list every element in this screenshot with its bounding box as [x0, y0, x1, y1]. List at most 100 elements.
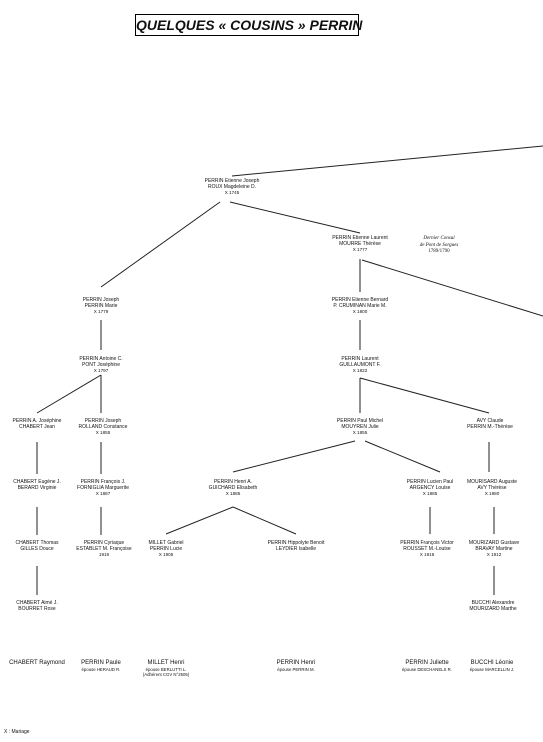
node-n9-marriage: X 1855: [352, 430, 368, 435]
leaf-c3: MILLET Henri épouse BERLUTTI L. (Adhéren…: [143, 660, 189, 677]
node-n8-line1: PERRIN Joseph: [84, 418, 122, 424]
node-n23-line2: MOURIZARD Marthe: [469, 606, 517, 612]
node-n15-line1: MOURISARD Auguste: [466, 479, 518, 485]
node-n14: PERRIN Lucien Paul ARGENCY Louise X 1885: [407, 479, 453, 497]
node-n1-marriage: X 1745: [224, 190, 240, 195]
node-n9-line2: MOUYREN Julie: [341, 424, 379, 430]
node-n16-line2: GILLES Douce: [20, 546, 54, 552]
leaf-c5-name: PERRIN Juliette: [405, 660, 449, 666]
legend-marriage: X : Mariage: [4, 729, 30, 735]
connector-n1-n3: [100, 201, 221, 288]
node-n22: CHABERT Aimé J. BOURRET Rose: [16, 600, 58, 612]
annotation-line-2: de Pont de Sorgues: [419, 242, 459, 248]
node-n6: PERRIN Laurent GUILLAUMONT F. X 1822: [339, 356, 380, 374]
leaf-c5-spouse: épouse DESCHANELS R.: [402, 667, 452, 672]
node-n21-marriage: X 1912: [486, 552, 502, 557]
node-n15-marriage: X 1880: [484, 491, 500, 496]
node-n16: CHABERT Thomas GILLES Douce: [15, 540, 58, 552]
node-n10-line2: PERRIN M.-Thérèse: [467, 424, 513, 430]
node-n5-marriage: X 1797: [93, 368, 109, 373]
node-n4-line1: PERRIN Etienne Bernard: [331, 297, 389, 303]
node-n2: PERRIN Etienne Laurent MOURRE Thérèse X …: [332, 235, 388, 253]
leaf-c3-spouse: épouse BERLUTTI L.: [145, 667, 187, 672]
node-n20-line2: ROUSSET M.-Louise: [403, 546, 451, 552]
node-n5-line2: PONT Joséphine: [82, 362, 120, 368]
connector-top-branch: [231, 145, 543, 177]
leaf-c5: PERRIN Juliette épouse DESCHANELS R.: [402, 660, 452, 672]
node-n17-line2: ESTABLET M. Françoise: [76, 546, 132, 552]
node-n2-line1: PERRIN Etienne Laurent: [332, 235, 388, 241]
node-n10-line1: AVY Claude: [476, 418, 504, 424]
node-n17-year: 1919: [98, 552, 110, 557]
node-n3-line2: PERRIN Marie: [84, 303, 118, 309]
node-n14-marriage: X 1885: [422, 491, 438, 496]
node-n7-line1: PERRIN A. Joséphine: [12, 418, 62, 424]
node-n1-line2: ROUX Magdeleine D.: [207, 184, 257, 190]
node-n8: PERRIN Joseph ROLLAND Constance X 1855: [79, 418, 128, 436]
node-n18: MILLET Gabriel PERRIN Lucie X 1905: [149, 540, 184, 558]
node-n19-line2: LEYDIER Isabelle: [275, 546, 317, 552]
node-n22-line2: BOURRET Rose: [18, 606, 56, 612]
node-n12-line1: PERRIN François J.: [80, 479, 126, 485]
node-n13-line2: GUICHARD Elisabeth: [208, 485, 258, 491]
node-n23-line1: BUCCHI Alexandre: [471, 600, 515, 606]
leaf-c3-name: MILLET Henri: [147, 660, 185, 666]
node-n21: MOURIZARD Gustave BRAVAY Martine X 1912: [469, 540, 519, 558]
annotation-line-1: Dernier Consul: [423, 236, 455, 241]
connector-n2-right: [361, 259, 543, 317]
node-n20: PERRIN François Victor ROUSSET M.-Louise…: [400, 540, 454, 558]
node-n10: AVY Claude PERRIN M.-Thérèse: [467, 418, 513, 430]
connector-n9-n13: [232, 440, 356, 473]
node-n1-line1: PERRIN Etienne Joseph: [204, 178, 260, 184]
leaf-c6: BUCCHI Léonie épouse MARCELLIN J.: [470, 660, 514, 672]
node-n23: BUCCHI Alexandre MOURIZARD Marthe: [469, 600, 516, 612]
node-n9-line1: PERRIN Paul Michel: [336, 418, 384, 424]
node-n3: PERRIN Joseph PERRIN Marie X 1779: [83, 297, 119, 315]
connector-n5-n7: [36, 374, 102, 414]
node-n18-marriage: X 1905: [158, 552, 174, 557]
node-n2-marriage: X 1777: [352, 247, 368, 252]
node-n11: CHABERT Eugène J. BERARD Virginie: [13, 479, 61, 491]
node-n8-line2: ROLLAND Constance: [78, 424, 128, 430]
node-n12: PERRIN François J. FORNIGLIA Marguerite …: [77, 479, 129, 497]
node-n20-marriage: X 1916: [419, 552, 435, 557]
leaf-c4-name: PERRIN Henri: [276, 660, 316, 666]
node-n13: PERRIN Henri A. GUICHARD Elisabeth X 188…: [209, 479, 258, 497]
page-title: QUELQUES « COUSINS » PERRIN: [135, 14, 362, 36]
node-n19: PERRIN Hippolyte Benoit LEYDIER Isabelle: [268, 540, 325, 552]
node-n18-line2: PERRIN Lucie: [149, 546, 183, 552]
node-n4: PERRIN Etienne Bernard P. CRUMINAN Marie…: [332, 297, 388, 315]
leaf-c4: PERRIN Henri épouse PERRIN M.: [277, 660, 316, 672]
node-n15-line2: AVY Thérèse: [477, 485, 507, 491]
node-n16-line1: CHABERT Thomas: [15, 540, 59, 546]
node-n6-line2: GUILLAUMONT F.: [339, 362, 381, 368]
node-n17: PERRIN Cyriaque ESTABLET M. Françoise 19…: [76, 540, 131, 558]
leaf-c3-note: (Adhérent CGV N°2505): [142, 672, 190, 677]
leaf-c6-name: BUCCHI Léonie: [470, 660, 514, 666]
node-n17-line1: PERRIN Cyriaque: [83, 540, 125, 546]
node-n9: PERRIN Paul Michel MOUYREN Julie X 1855: [337, 418, 383, 436]
node-n8-marriage: X 1855: [95, 430, 111, 435]
node-n14-line2: ARGENCY Louise: [409, 485, 451, 491]
node-n4-line2: P. CRUMINAN Marie M.: [333, 303, 387, 309]
node-n21-line1: MOURIZARD Gustave: [468, 540, 520, 546]
node-n7: PERRIN A. Joséphine CHABERT Jean: [13, 418, 62, 430]
connector-n1-n2: [229, 201, 361, 234]
connector-n13-n19: [232, 506, 297, 535]
node-n4-marriage: X 1800: [352, 309, 368, 314]
node-n12-marriage: X 1887: [95, 491, 111, 496]
node-n13-line1: PERRIN Henri A.: [213, 479, 253, 485]
leaf-c6-spouse: épouse MARCELLIN J.: [469, 667, 515, 672]
leaf-c2-name: PERRIN Paule: [81, 660, 121, 666]
leaf-c1: CHABERT Raymond: [9, 660, 65, 667]
node-n11-line1: CHABERT Eugène J.: [13, 479, 61, 485]
connector-n6-n10: [359, 377, 490, 414]
node-n2-line2: MOURRE Thérèse: [339, 241, 381, 247]
node-n5-line1: PERRIN Antoine C.: [79, 356, 123, 362]
node-n20-line1: PERRIN François Victor: [400, 540, 454, 546]
node-n5: PERRIN Antoine C. PONT Joséphine X 1797: [79, 356, 122, 374]
node-n15: MOURISARD Auguste AVY Thérèse X 1880: [467, 479, 517, 497]
node-n18-line1: MILLET Gabriel: [148, 540, 184, 546]
connector-n9-n14: [364, 440, 441, 473]
